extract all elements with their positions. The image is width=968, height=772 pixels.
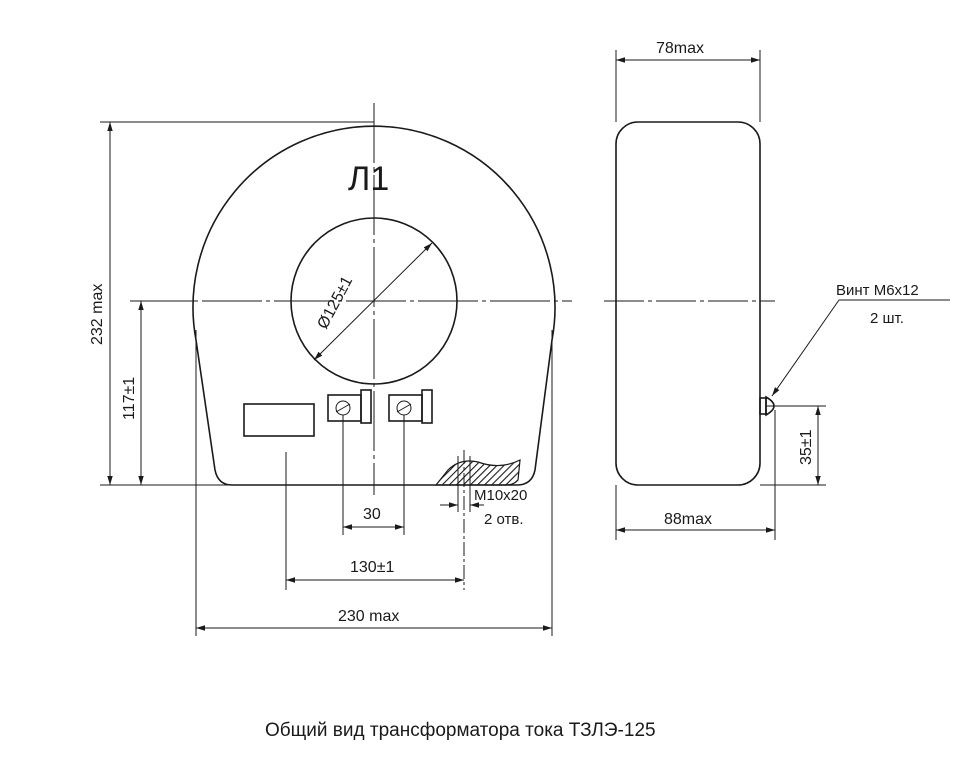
- terminal-left: [327, 389, 372, 424]
- screw-note-count: 2 шт.: [870, 310, 904, 327]
- diameter-dimension-line: [313, 242, 433, 361]
- drawing-caption: Общий вид трансформатора тока ТЗЛЭ-125: [265, 720, 656, 741]
- width-dimension-label: 230 max: [338, 608, 399, 625]
- top-width-dimension-label: 78max: [656, 40, 704, 57]
- terminal-right: [388, 389, 433, 424]
- diameter-dimension-label: Ø125±1: [315, 274, 357, 332]
- screw-height-dimension-label: 35±1: [798, 429, 815, 465]
- hole-note-thread: M10x20: [474, 487, 527, 504]
- nameplate: [243, 403, 315, 437]
- side-view: Винт М6х12 2 шт. 78max 88max 35±1: [604, 40, 950, 540]
- screw-note-type: Винт М6х12: [836, 282, 919, 299]
- terminal-spacing-dimension-label: 30: [363, 506, 381, 523]
- hatched-section: [434, 458, 521, 486]
- hole-spacing-dimension-label: 130±1: [350, 559, 394, 576]
- front-view: Л1 Ø125±1: [89, 103, 572, 636]
- transformer-body-outline: [192, 125, 556, 486]
- marking-label: Л1: [348, 160, 389, 198]
- hole-note-count: 2 отв.: [484, 511, 524, 528]
- side-body-outline: [615, 121, 761, 486]
- center-height-dimension-label: 117±1: [121, 377, 138, 420]
- bottom-width-dimension-label: 88max: [664, 511, 712, 528]
- height-dimension-label: 232 max: [89, 284, 106, 345]
- screw-leader-line: [771, 299, 840, 397]
